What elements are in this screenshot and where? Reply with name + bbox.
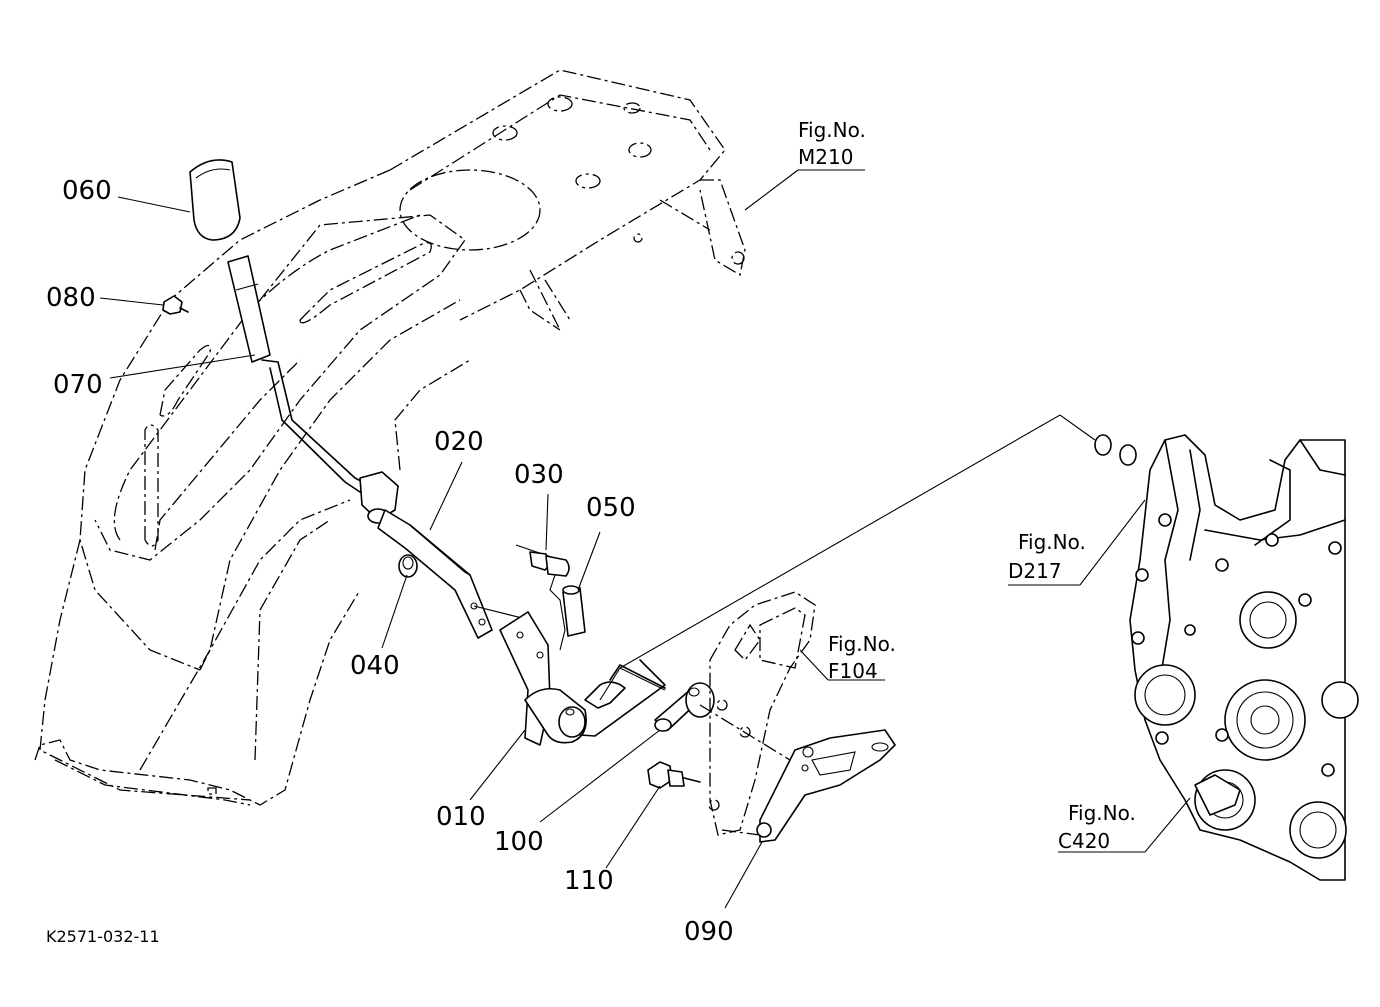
callout-060: 060 xyxy=(62,176,112,206)
fig-ref-label: Fig.No. xyxy=(828,632,896,656)
bolt-part-080 xyxy=(162,295,189,315)
collar-part-040 xyxy=(398,554,418,578)
fender-platform-outline xyxy=(34,69,746,806)
fig-ref-number: M210 xyxy=(798,145,853,169)
fig-ref-label: Fig.No. xyxy=(1018,530,1086,554)
callout-110: 110 xyxy=(564,866,614,896)
fig-ref-number: D217 xyxy=(1008,559,1062,583)
gear-housing xyxy=(1094,434,1359,881)
figure-reference-m210: Fig.No. M210 xyxy=(798,118,866,169)
callout-050: 050 xyxy=(586,493,636,523)
callout-100: 100 xyxy=(494,827,544,857)
bolt-part-110 xyxy=(647,761,701,789)
bolt-part-030 xyxy=(515,544,570,651)
figure-reference-d217: Fig.No. D217 xyxy=(1008,530,1086,583)
figure-reference-f104: Fig.No. F104 xyxy=(828,632,896,683)
callout-080: 080 xyxy=(46,283,96,313)
fig-ref-label: Fig.No. xyxy=(1068,801,1136,825)
fig-ref-number: C420 xyxy=(1058,829,1110,853)
callout-070: 070 xyxy=(53,370,103,400)
callout-labels: 060 080 070 020 030 050 040 010 100 110 … xyxy=(46,176,734,947)
callout-020: 020 xyxy=(434,427,484,457)
bracket-plate-f104 xyxy=(699,591,816,836)
linkage-arm-part-010 xyxy=(499,611,666,746)
reference-leader-lines xyxy=(599,414,1096,701)
callout-leader-lines xyxy=(99,169,1191,909)
diagram-code: K2571-032-11 xyxy=(46,927,160,946)
callout-090: 090 xyxy=(684,917,734,947)
plate-part-090 xyxy=(756,729,896,843)
rod-end-part-100 xyxy=(654,682,715,732)
callout-010: 010 xyxy=(436,802,486,832)
lever-knob-part-060 xyxy=(189,159,241,241)
shift-lever-part-020 xyxy=(261,359,531,639)
fig-ref-label: Fig.No. xyxy=(798,118,866,142)
pin-part-050 xyxy=(562,585,586,637)
lever-grip-part-070 xyxy=(227,255,271,363)
fig-ref-number: F104 xyxy=(828,659,878,683)
callout-040: 040 xyxy=(350,651,400,681)
figure-reference-c420: Fig.No. C420 xyxy=(1058,801,1136,853)
callout-030: 030 xyxy=(514,460,564,490)
